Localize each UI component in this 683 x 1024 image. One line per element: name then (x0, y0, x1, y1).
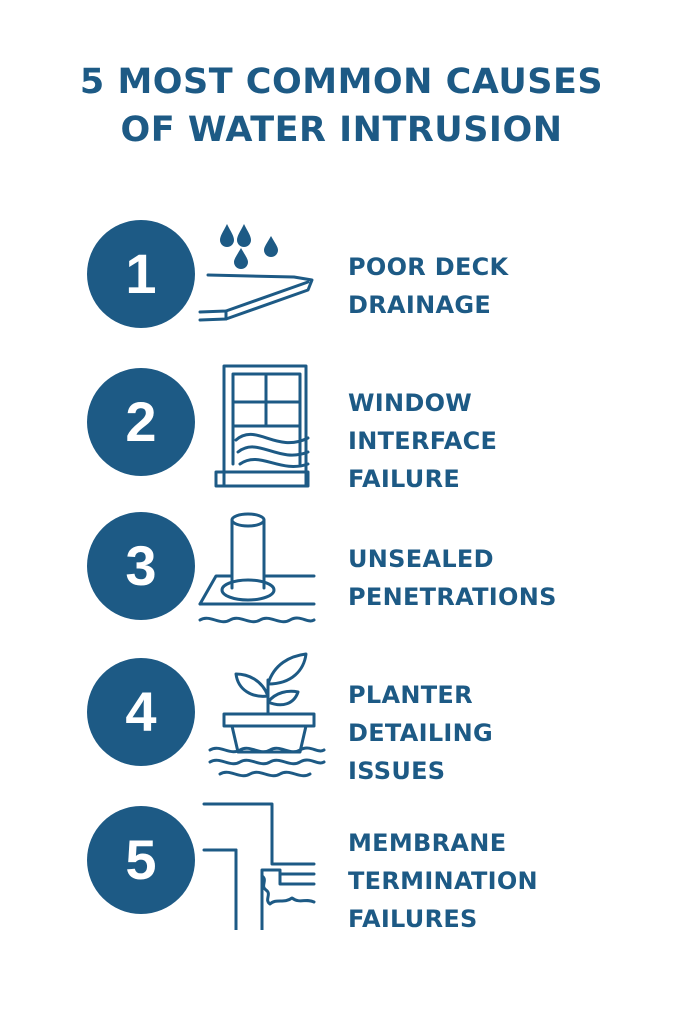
title-line-2: OF WATER INTRUSION (120, 110, 563, 150)
cause-label-4: PLANTER DETAILING ISSUES (348, 681, 494, 785)
number-badge-2: 2 (87, 368, 195, 476)
cause-item-5: 5 MEMBRANE TERMINATION FAILURES (0, 800, 683, 933)
cause-item-1: 1 POOR DECK DRAINAGE (0, 210, 683, 340)
page-title: 5 MOST COMMON CAUSES OF WATER INTRUSION (0, 58, 683, 154)
cause-label-5: MEMBRANE TERMINATION FAILURES (348, 829, 538, 933)
title-line-1: 5 MOST COMMON CAUSES (79, 62, 604, 102)
cause-item-4: 4 PLANTER DETAILING ISSUES (0, 652, 683, 785)
membrane-termination-icon (196, 800, 331, 930)
cause-label-3: UNSEALED PENETRATIONS (348, 545, 557, 611)
planter-icon (196, 652, 331, 782)
deck-drainage-icon (196, 210, 331, 340)
number-badge-1: 1 (87, 220, 195, 328)
cause-item-2: 2 WINDOW INTERFACE FAILURE (0, 360, 683, 493)
number-badge-5: 5 (87, 806, 195, 914)
window-water-icon (196, 360, 331, 490)
number-badge-4: 4 (87, 658, 195, 766)
pipe-penetration-icon (196, 508, 331, 638)
number-badge-3: 3 (87, 512, 195, 620)
cause-item-3: 3 UNSEALED PENETRATIONS (0, 508, 683, 638)
cause-label-2: WINDOW INTERFACE FAILURE (348, 389, 498, 493)
cause-label-1: POOR DECK DRAINAGE (348, 253, 509, 319)
